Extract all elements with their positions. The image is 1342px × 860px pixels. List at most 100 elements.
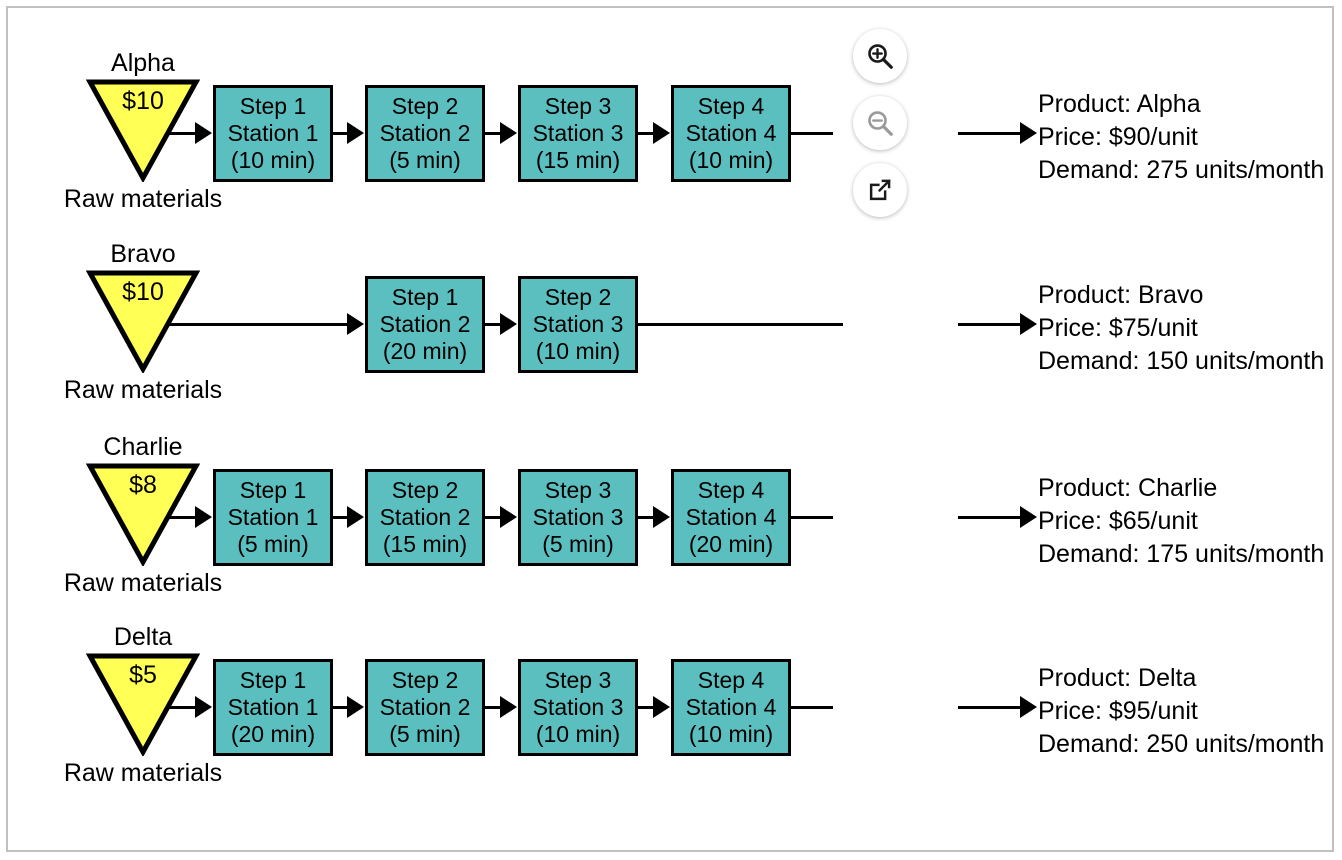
output-line: [958, 323, 1020, 326]
output-price-line: Price: $75/unit: [1038, 314, 1198, 342]
step-time-label: (5 min): [237, 531, 309, 557]
open-in-new-icon: [869, 179, 891, 201]
output-product-line: Product: Delta: [1038, 664, 1197, 692]
step-to-step-arrowhead: [500, 122, 517, 144]
zoom-out-button[interactable]: [853, 96, 907, 150]
output-line: [958, 706, 1020, 709]
step-label: Step 4: [697, 93, 765, 119]
source-to-step-line: [166, 706, 196, 709]
open-in-new-button[interactable]: [853, 163, 907, 217]
station-label: Station 2: [379, 311, 471, 337]
source-to-step-arrowhead: [195, 122, 212, 144]
step-time-label: (10 min): [230, 147, 316, 173]
step-label: Step 3: [544, 477, 612, 503]
step-to-step-arrowhead: [347, 506, 364, 528]
step-to-step-arrowhead: [653, 696, 670, 718]
output-price-line: Price: $65/unit: [1038, 507, 1198, 535]
output-arrowhead: [1020, 313, 1037, 335]
step-label: Step 1: [391, 284, 459, 310]
station-label: Station 3: [532, 311, 624, 337]
station-label: Station 4: [685, 694, 777, 720]
step-to-output-line: [791, 706, 833, 709]
step-to-step-arrowhead: [500, 696, 517, 718]
output-price-line: Price: $95/unit: [1038, 697, 1198, 725]
zoom-in-icon: [868, 44, 893, 69]
source-to-step-arrowhead: [195, 506, 212, 528]
step-to-step-arrowhead: [347, 122, 364, 144]
step-to-step-arrowhead: [500, 506, 517, 528]
step-to-step-line: [333, 516, 348, 519]
step-to-step-line: [638, 132, 654, 135]
output-demand-line: Demand: 175 units/month: [1038, 540, 1325, 568]
source-to-step-line: [166, 516, 196, 519]
step-time-label: (5 min): [389, 721, 461, 747]
source-to-step-line: [166, 323, 348, 326]
source-caption: Raw materials: [63, 376, 223, 404]
output-demand-line: Demand: 150 units/month: [1038, 347, 1325, 375]
output-arrowhead: [1020, 696, 1037, 718]
step-to-step-arrowhead: [347, 696, 364, 718]
station-label: Station 3: [532, 694, 624, 720]
step-time-label: (15 min): [535, 147, 621, 173]
step-label: Step 3: [544, 667, 612, 693]
source-caption: Raw materials: [63, 569, 223, 597]
station-label: Station 3: [532, 504, 624, 530]
output-product-line: Product: Alpha: [1038, 90, 1201, 118]
zoom-out-icon: [868, 111, 893, 136]
source-to-step-arrowhead: [347, 313, 364, 335]
step-label: Step 2: [391, 93, 459, 119]
step-to-output-line: [791, 516, 833, 519]
step-time-label: (10 min): [535, 721, 621, 747]
source-product-name: Delta: [113, 623, 173, 651]
step-label: Step 1: [239, 93, 307, 119]
step-time-label: (10 min): [535, 338, 621, 364]
step-time-label: (20 min): [230, 721, 316, 747]
zoom-in-button[interactable]: [853, 29, 907, 83]
output-product-line: Product: Bravo: [1038, 281, 1204, 309]
output-line: [958, 132, 1020, 135]
step-label: Step 2: [544, 284, 612, 310]
source-product-name: Alpha: [111, 49, 175, 77]
step-label: Step 1: [239, 477, 307, 503]
step-label: Step 3: [544, 93, 612, 119]
step-to-step-line: [485, 323, 501, 326]
source-caption: Raw materials: [63, 759, 223, 787]
source-caption: Raw materials: [63, 185, 223, 213]
step-to-step-arrowhead: [653, 506, 670, 528]
step-to-output-line: [638, 323, 843, 326]
step-label: Step 4: [697, 667, 765, 693]
viewer-toolbar: [853, 29, 913, 230]
step-time-label: (5 min): [389, 147, 461, 173]
station-label: Station 2: [379, 504, 471, 530]
step-time-label: (20 min): [688, 531, 774, 557]
inventory-triangle: [86, 78, 200, 182]
output-product-line: Product: Charlie: [1038, 474, 1218, 502]
station-label: Station 2: [379, 120, 471, 146]
